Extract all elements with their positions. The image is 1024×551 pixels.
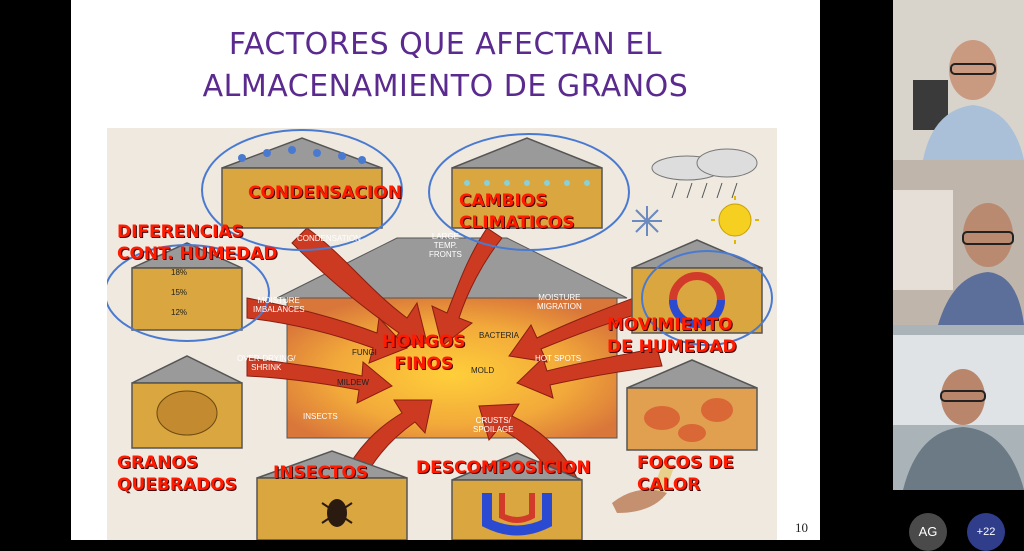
participant-video-1[interactable] xyxy=(893,0,1024,160)
over-drying-line2: SHRINK xyxy=(251,363,282,372)
label-movimiento-line1: MOVIMIENTO xyxy=(607,315,733,335)
label-diferencias: DIFERENCIAS CONT. HUMEDAD xyxy=(117,221,278,265)
moisture-imbalances-caption: MOISTURE IMBALANCES xyxy=(253,296,305,314)
label-hongos-finos: HONGOS FINOS xyxy=(382,331,466,375)
condensation-caption: CONDENSATION xyxy=(297,234,361,243)
participant-video-3[interactable] xyxy=(893,325,1024,490)
large-caption-line2: TEMP. xyxy=(433,241,458,250)
label-insectos: INSECTOS xyxy=(273,463,369,483)
participant-video-2[interactable] xyxy=(893,160,1024,325)
grain-storage-diagram: CONDENSATION LARGE TEMP. FRONTS MOISTURE… xyxy=(107,128,777,540)
hot-spots-caption: HOT SPOTS xyxy=(535,354,582,363)
label-condensacion: CONDENSACION xyxy=(248,183,402,203)
over-drying-line1: OVER-DRYING/ xyxy=(237,354,296,363)
label-cambios-line1: CAMBIOS xyxy=(459,191,548,211)
label-diferencias-line1: DIFERENCIAS xyxy=(117,222,244,242)
label-focos-de-calor: FOCOS DE CALOR xyxy=(637,452,734,496)
label-movimiento-line2: DE HUMEDAD xyxy=(607,337,737,357)
slide-title: FACTORES QUE AFECTAN EL ALMACENAMIENTO D… xyxy=(71,24,820,108)
moisture-imb-line1: MOISTURE xyxy=(257,296,300,305)
insects-caption: INSECTS xyxy=(303,412,338,421)
mold-caption: MOLD xyxy=(471,366,495,375)
moisture-mig-line2: MIGRATION xyxy=(537,302,582,311)
label-cambios-climaticos: CAMBIOS CLIMATICOS xyxy=(459,190,574,234)
label-diferencias-line2: CONT. HUMEDAD xyxy=(117,244,278,264)
label-hongos-line1: HONGOS xyxy=(382,332,466,352)
participant-avatar-ag[interactable]: AG xyxy=(909,513,947,551)
large-temp-fronts-caption: LARGE TEMP. FRONTS xyxy=(429,232,462,259)
label-focos-line1: FOCOS DE xyxy=(637,453,734,473)
over-drying-caption: OVER-DRYING/ SHRINK xyxy=(237,354,296,372)
participant-2-figure xyxy=(893,160,1024,325)
more-participants-button[interactable]: +22 xyxy=(967,513,1005,551)
fungi-caption: FUNGI xyxy=(352,348,377,357)
crusts-line2: SPOILAGE xyxy=(473,425,514,434)
label-focos-line2: CALOR xyxy=(637,475,701,495)
label-movimiento: MOVIMIENTO DE HUMEDAD xyxy=(607,314,737,358)
label-granos-line1: GRANOS xyxy=(117,453,199,473)
pct-15-label: 15% xyxy=(171,288,188,297)
crusts-line1: CRUSTS/ xyxy=(475,416,511,425)
mildew-caption: MILDEW xyxy=(337,378,369,387)
crusts-spoilage-caption: CRUSTS/ SPOILAGE xyxy=(473,416,513,434)
slide-title-line1: FACTORES QUE AFECTAN EL xyxy=(228,27,663,62)
pct-12-label: 12% xyxy=(171,308,188,317)
label-cambios-line2: CLIMATICOS xyxy=(459,213,575,233)
label-granos-line2: QUEBRADOS xyxy=(117,475,237,495)
moisture-imb-line2: IMBALANCES xyxy=(253,305,305,314)
diagram-artwork xyxy=(107,129,773,540)
participant-3-figure xyxy=(893,325,1024,490)
label-hongos-line2: FINOS xyxy=(394,354,454,374)
large-caption-line1: LARGE xyxy=(431,232,459,241)
slide-title-line2: ALMACENAMIENTO DE GRANOS xyxy=(202,69,689,104)
pct-18-label: 18% xyxy=(171,268,188,277)
label-descomposicion: DESCOMPOSICION xyxy=(416,458,591,478)
label-granos-quebrados: GRANOS QUEBRADOS xyxy=(117,452,237,496)
presentation-slide: FACTORES QUE AFECTAN EL ALMACENAMIENTO D… xyxy=(71,0,820,540)
large-caption-line3: FRONTS xyxy=(429,250,462,259)
slide-page-number: 10 xyxy=(795,520,808,535)
participant-1-figure xyxy=(893,0,1024,160)
moisture-migration-caption: MOISTURE MIGRATION xyxy=(537,293,582,311)
moisture-mig-line1: MOISTURE xyxy=(538,293,581,302)
bacteria-caption: BACTERIA xyxy=(479,331,520,340)
